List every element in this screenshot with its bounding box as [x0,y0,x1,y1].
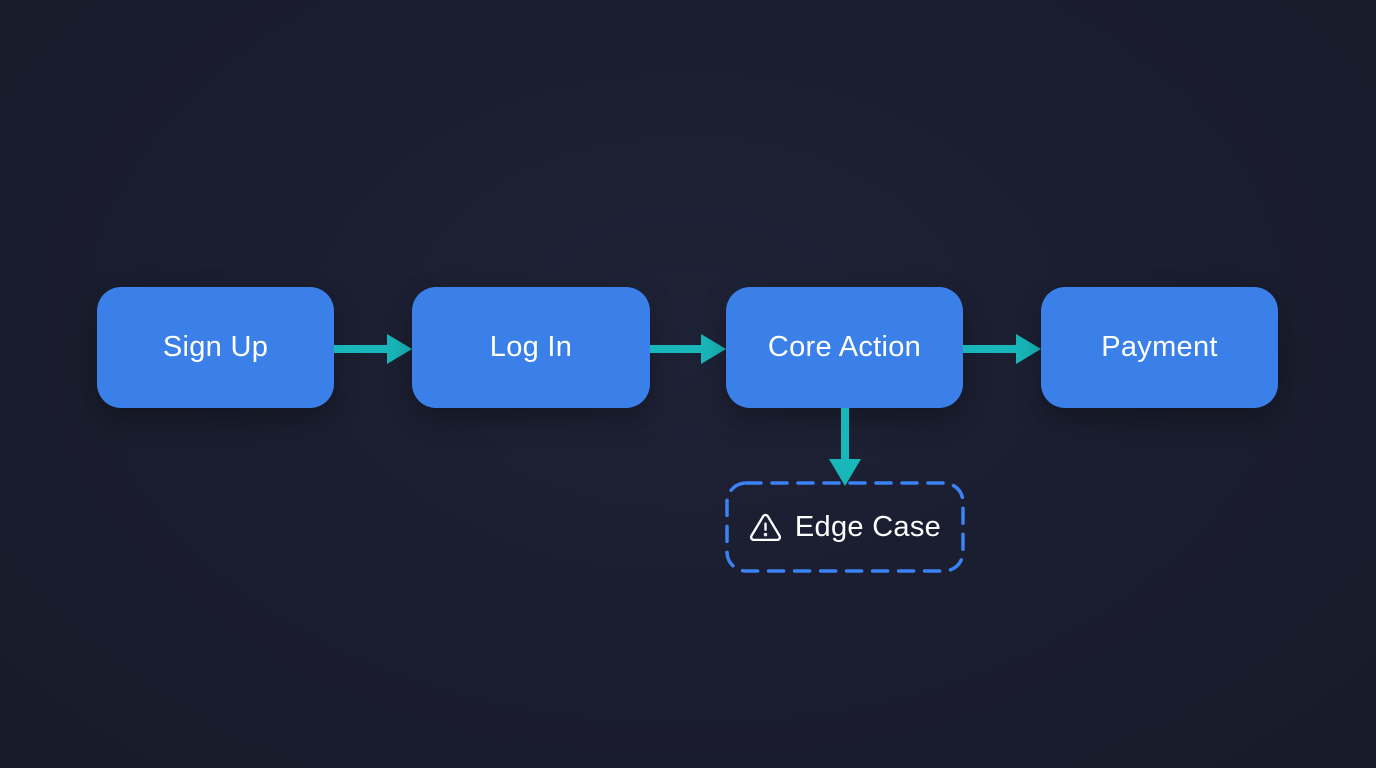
node-log-in: Log In [412,287,650,408]
node-edge-case: Edge Case [725,481,965,573]
node-sign-up: Sign Up [97,287,334,408]
node-log-in-label: Log In [489,331,573,363]
arrow-core-action-to-edge-case [828,408,861,486]
arrow-shaft [650,345,701,353]
arrow-log-in-to-core-action [650,334,726,364]
arrow-core-action-to-payment [963,334,1041,364]
arrow-shaft [963,345,1016,353]
arrow-sign-up-to-log-in [334,334,412,364]
arrow-shaft [334,345,387,353]
arrow-head-right-icon [1016,334,1041,364]
edge-case-content: Edge Case [749,511,941,544]
node-core-action-label: Core Action [767,331,922,363]
node-sign-up-label: Sign Up [162,331,269,363]
node-edge-case-label: Edge Case [794,510,942,543]
arrow-head-right-icon [701,334,726,364]
warning-triangle-icon [749,513,781,541]
arrow-head-right-icon [387,334,412,364]
node-payment-label: Payment [1101,331,1218,363]
node-core-action: Core Action [726,287,963,408]
node-payment: Payment [1041,287,1278,408]
arrow-shaft [840,408,849,459]
